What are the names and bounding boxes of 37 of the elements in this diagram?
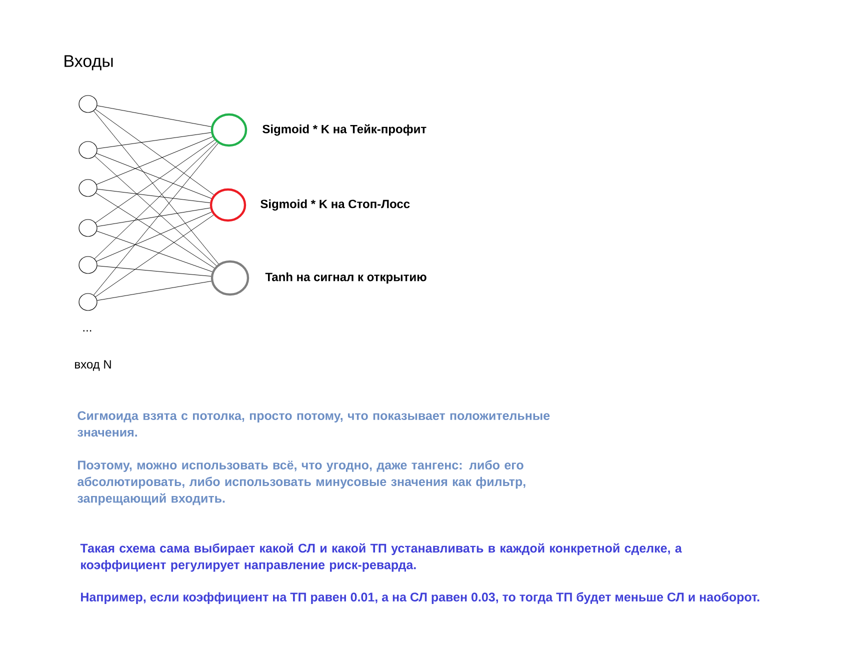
connection-line — [95, 109, 214, 195]
connection-line — [96, 212, 212, 262]
connection-line — [97, 266, 212, 276]
output-label: Tanh на сигнал к открытию — [265, 272, 426, 284]
connection-line — [96, 105, 212, 127]
neuron-circle — [210, 260, 250, 296]
output-label: Sigmoid * K на Тейк-профит — [262, 124, 426, 136]
neuron-circle — [78, 293, 98, 311]
input-label: вход N — [75, 360, 111, 371]
connection-line — [95, 140, 215, 224]
output-label: Sigmoid * K на Стоп-Лосс — [260, 199, 410, 211]
neuron-circle — [78, 219, 98, 237]
note-paragraph: Например, если коэффициент на ТП равен 0.01, а на СЛ равен 0.03, то тогда ТП будет меньше СЛ и наоборот. — [81, 592, 760, 604]
connection-line — [96, 136, 213, 185]
connection-line — [96, 188, 210, 204]
note-paragraph: Такая схема сама выбирает какой СЛ и какой ТП устанавливать в каждой конкретной сделке, а коэффициент регулирует направление риск-реварда. — [80, 543, 682, 572]
connection-line — [96, 208, 210, 227]
neuron-circle — [78, 95, 98, 113]
note-paragraph: Поэтому, можно использовать всё, что угодно, даже тангенс: либо его абсолютировать, либо использовать минусовые значения как фильтр, запрещающий входить. — [78, 460, 526, 506]
neuron-circle — [78, 256, 98, 274]
neuron-circle — [210, 188, 246, 222]
connection-line — [93, 110, 219, 264]
connection-line — [94, 156, 217, 266]
connection-line — [96, 280, 212, 301]
connection-line — [93, 143, 218, 296]
neuron-circle — [78, 141, 98, 159]
heading: Входы — [64, 55, 113, 70]
connection-line — [95, 214, 214, 298]
connection-line — [94, 142, 217, 259]
ellipsis: ... — [83, 330, 92, 332]
connection-line — [95, 192, 215, 268]
connection-line — [96, 132, 212, 149]
note-paragraph: Сигмоида взята с потолка, просто потому, что показывает положительные значения. — [78, 411, 550, 437]
neuron-circle — [78, 179, 98, 197]
neuron-circle — [210, 113, 248, 147]
connection-line — [96, 230, 212, 272]
connection-line — [96, 153, 212, 199]
